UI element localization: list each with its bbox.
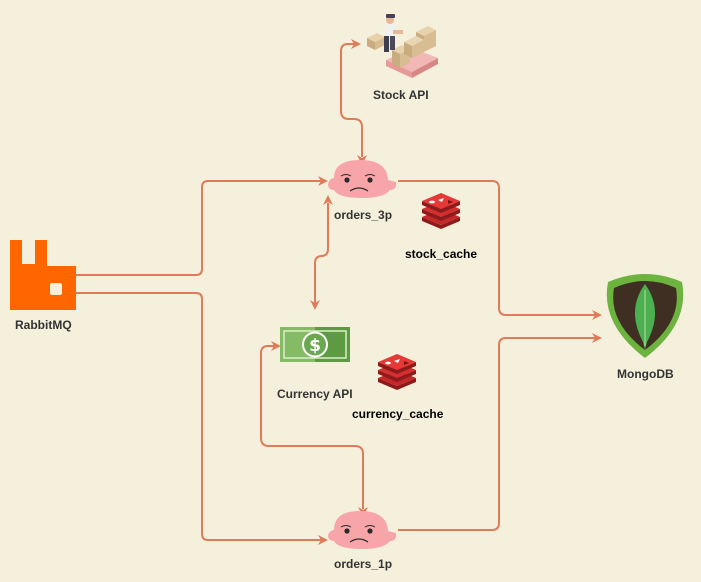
edge-orders-3p-mongodb: [398, 180, 602, 320]
edge-orders-3p-stock-api: [340, 39, 367, 165]
rabbitmq-icon: [10, 240, 76, 310]
dollar-bill-icon: $: [280, 327, 350, 362]
edge-orders-1p-mongodb: [398, 333, 602, 531]
mongodb-leaf-icon: [606, 274, 684, 358]
edge-rabbitmq-orders-1p: [76, 292, 328, 545]
blobfish-icon: [328, 160, 397, 198]
currency-api-label: Currency API: [277, 387, 353, 401]
currency-cache-label: currency_cache: [352, 407, 444, 421]
rabbitmq-label: RabbitMQ: [15, 318, 72, 332]
orders-1p-label: orders_1p: [334, 557, 393, 571]
stock-cache-label: stock_cache: [405, 247, 478, 261]
edge-orders-1p-currency-api: [260, 341, 368, 517]
edge-orders-3p-currency-api: [310, 195, 333, 310]
svg-text:$: $: [309, 336, 321, 356]
edges: [76, 39, 602, 545]
warehouse-worker-icon: [367, 14, 438, 78]
blobfish-icon: [328, 511, 397, 549]
edge-rabbitmq-orders-3p: [76, 176, 328, 276]
redis-icon: [422, 193, 460, 229]
stock-api-label: Stock API: [373, 88, 429, 102]
redis-icon: [378, 354, 416, 390]
orders-3p-label: orders_3p: [334, 208, 393, 222]
mongodb-label: MongoDB: [617, 367, 674, 381]
